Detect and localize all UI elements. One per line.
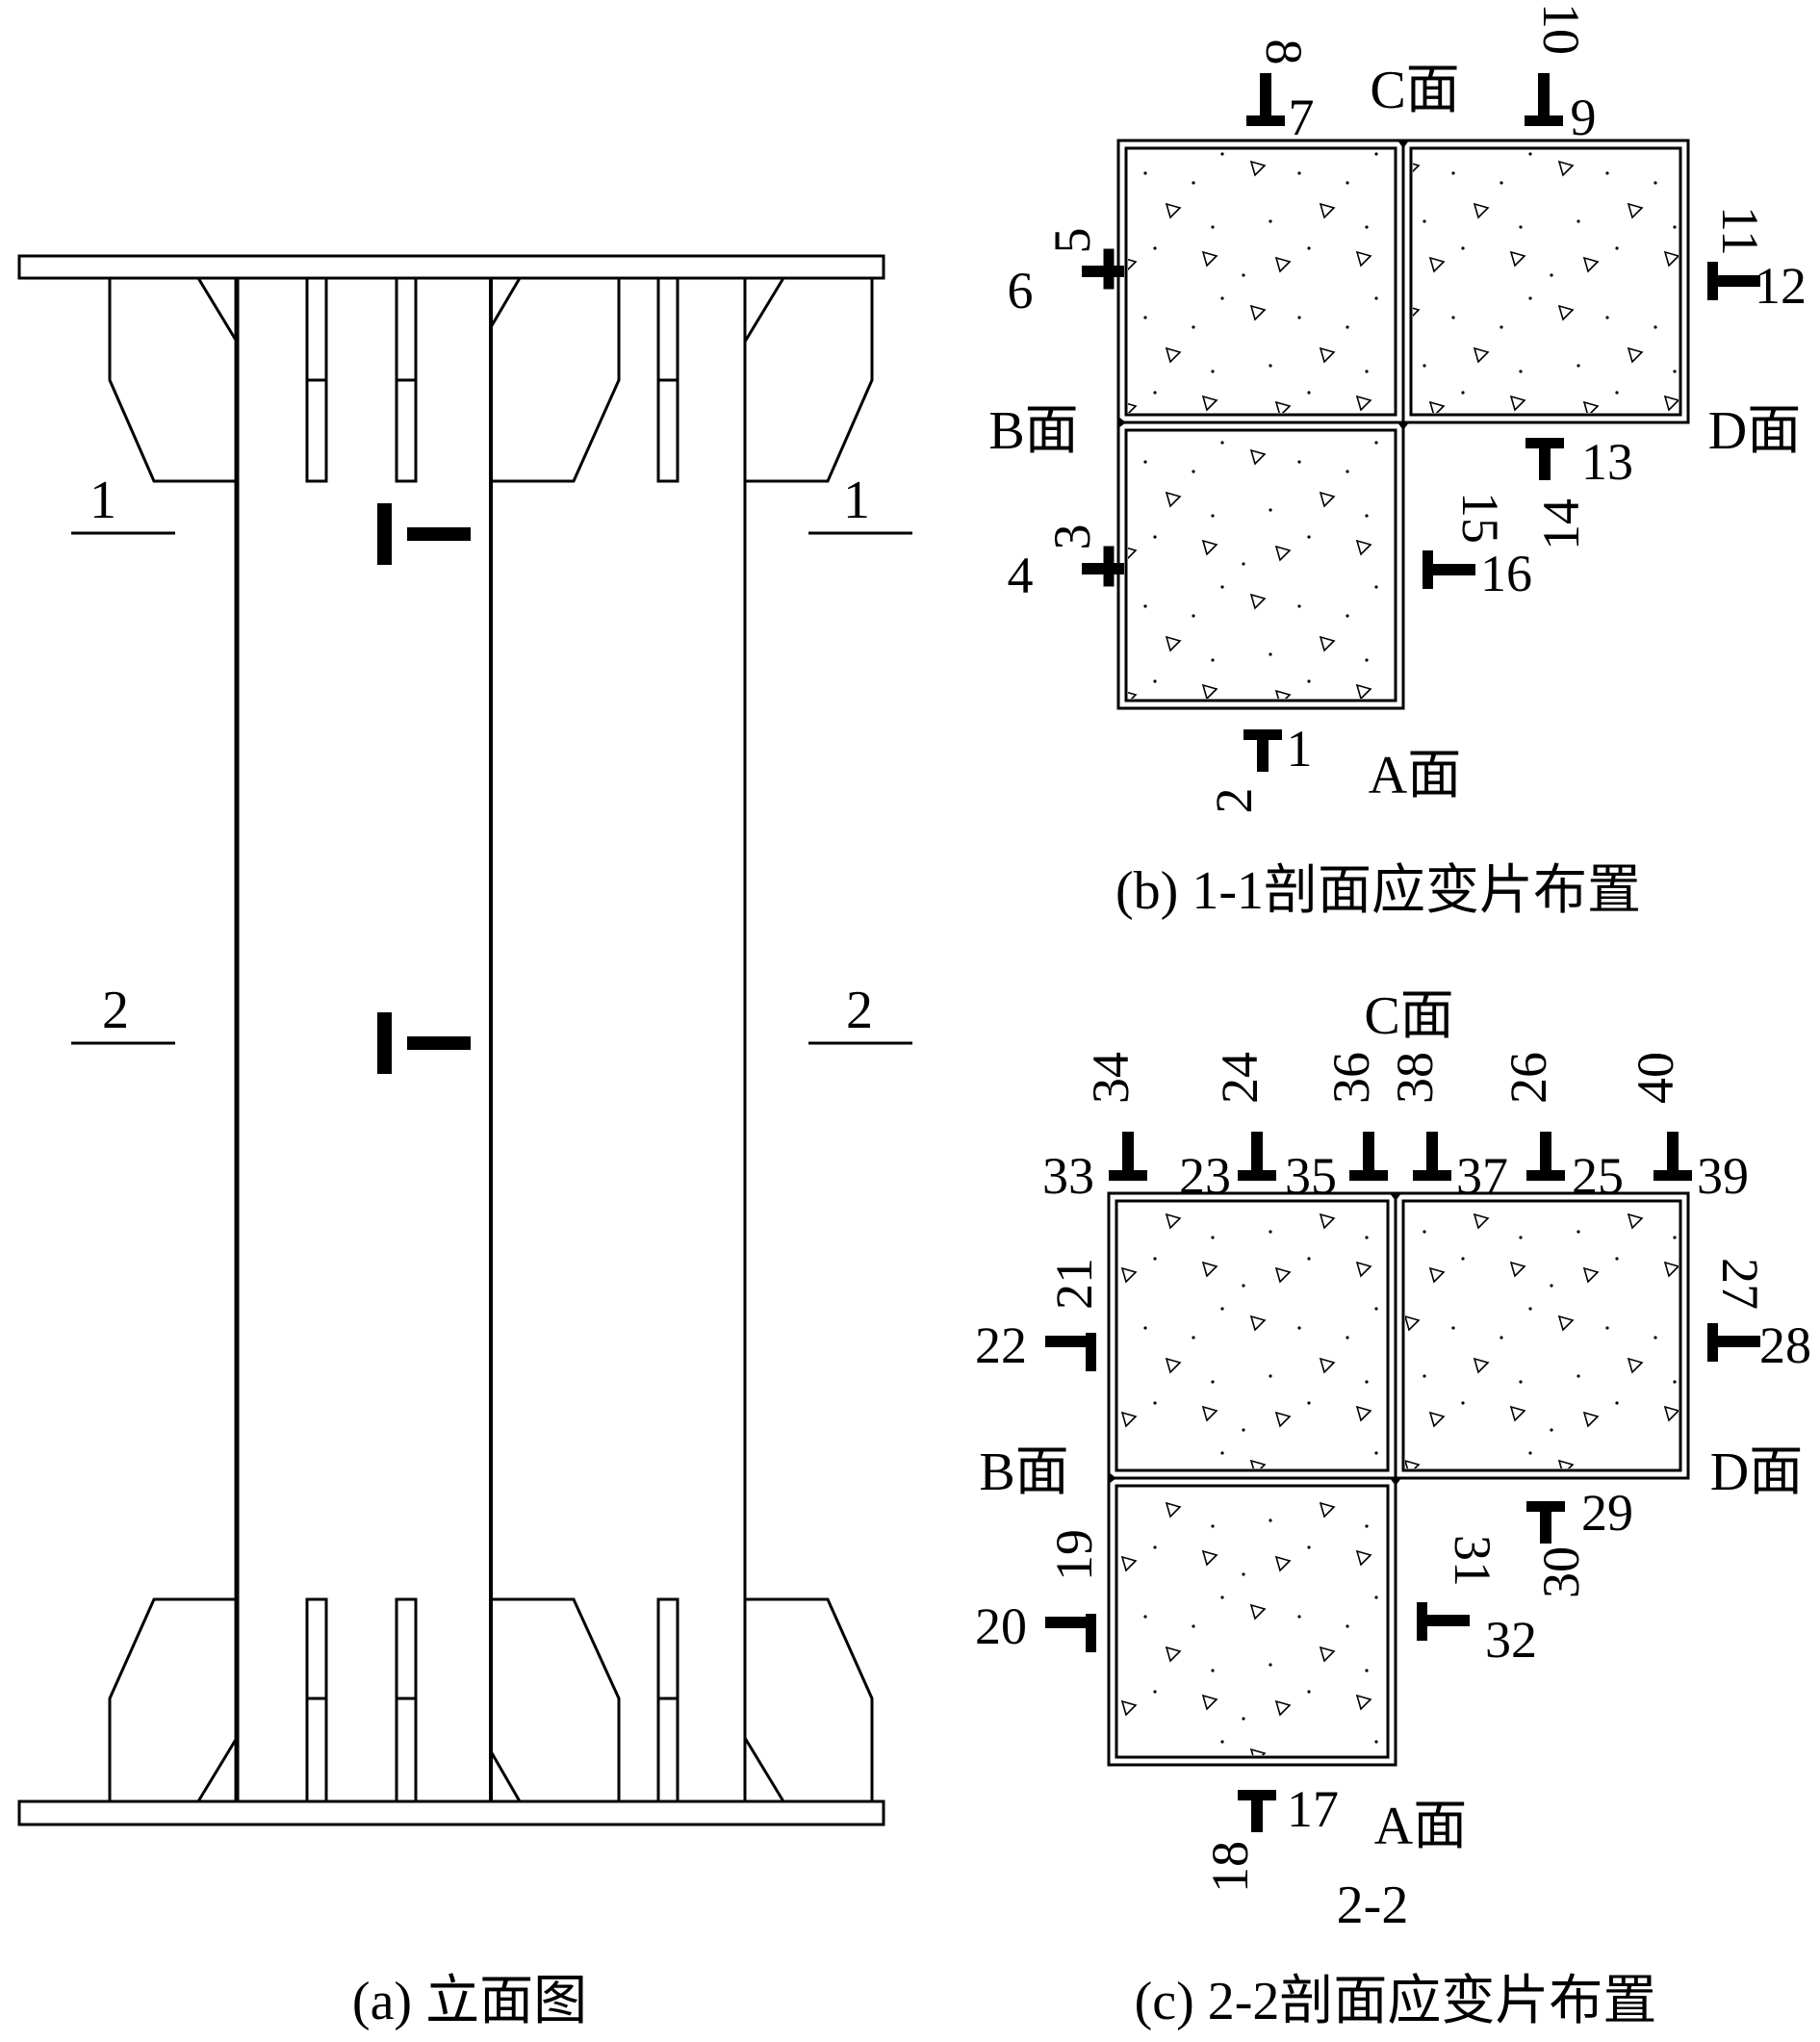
gauge-4: 4 bbox=[1008, 547, 1034, 604]
section-1-1-gauges bbox=[1082, 73, 1760, 772]
gauge-5: 5 bbox=[1043, 228, 1101, 254]
elevation-gauges bbox=[377, 503, 471, 1074]
elevation-gauge-upper bbox=[377, 503, 392, 565]
bottom-right-bracket bbox=[743, 1597, 874, 1803]
gauge-29: 29 bbox=[1581, 1484, 1633, 1542]
gauge-28: 28 bbox=[1759, 1316, 1811, 1374]
elevation-view bbox=[17, 254, 912, 1826]
gauge-22: 22 bbox=[975, 1316, 1027, 1374]
gauge-30: 30 bbox=[1532, 1546, 1590, 1598]
bottom-end-plate bbox=[17, 1800, 885, 1826]
top-end-plate bbox=[17, 254, 885, 280]
section-1-1-labels: C面 B面 D面 A面 7 8 9 10 5 6 3 4 11 12 13 14… bbox=[988, 3, 1807, 814]
gauge-9: 9 bbox=[1571, 89, 1597, 146]
section-1-left-label: 1 bbox=[90, 471, 116, 530]
section-2-2 bbox=[1107, 1191, 1690, 1767]
gauge-15: 15 bbox=[1451, 492, 1509, 544]
gauge-8: 8 bbox=[1255, 39, 1313, 65]
gauge-21: 21 bbox=[1045, 1258, 1103, 1310]
gauge-7: 7 bbox=[1289, 89, 1315, 146]
s1-face-b: B面 bbox=[988, 401, 1078, 461]
gauge-17: 17 bbox=[1287, 1780, 1339, 1838]
gauge-32: 32 bbox=[1485, 1611, 1537, 1669]
s2-face-d: D面 bbox=[1710, 1442, 1803, 1502]
top-right-bracket bbox=[743, 276, 874, 483]
section-2-2-labels: C面 B面 D面 A面 2-2 33 34 23 24 35 36 37 38 … bbox=[975, 986, 1811, 1935]
bottom-left-bracket bbox=[108, 1597, 239, 1803]
gauge-23: 23 bbox=[1179, 1147, 1231, 1205]
gauge-39: 39 bbox=[1697, 1147, 1749, 1205]
gauge-1: 1 bbox=[1287, 720, 1313, 778]
section-2-right-label: 2 bbox=[846, 981, 873, 1040]
gauge-11: 11 bbox=[1711, 206, 1769, 256]
gauge-10: 10 bbox=[1532, 3, 1590, 55]
gauge-20: 20 bbox=[975, 1597, 1027, 1655]
gauge-40: 40 bbox=[1627, 1052, 1684, 1104]
gauge-19: 19 bbox=[1045, 1529, 1103, 1581]
s2-title: 2-2 bbox=[1337, 1876, 1409, 1935]
s1-face-a: A面 bbox=[1369, 746, 1461, 805]
gauge-14: 14 bbox=[1532, 498, 1590, 550]
section-2-left-label: 2 bbox=[102, 981, 129, 1040]
gauge-33: 33 bbox=[1042, 1147, 1094, 1205]
gauge-6: 6 bbox=[1008, 262, 1034, 319]
gauge-26: 26 bbox=[1500, 1052, 1557, 1104]
caption-b: (b) 1-1剖面应变片布置 bbox=[1115, 861, 1641, 921]
section-2-2-gauges bbox=[1045, 1132, 1760, 1832]
caption-a: (a) 立面图 bbox=[352, 1972, 587, 2031]
gauge-35: 35 bbox=[1285, 1147, 1337, 1205]
gauge-13: 13 bbox=[1581, 433, 1633, 491]
s1-face-c: C面 bbox=[1370, 61, 1459, 120]
s1-face-d: D面 bbox=[1708, 401, 1801, 461]
gauge-38: 38 bbox=[1386, 1052, 1444, 1104]
s2-face-a: A面 bbox=[1374, 1797, 1467, 1856]
gauge-3: 3 bbox=[1043, 524, 1101, 550]
caption-c: (c) 2-2剖面应变片布置 bbox=[1135, 1972, 1657, 2031]
gauge-16: 16 bbox=[1480, 545, 1532, 602]
top-left-bracket bbox=[108, 276, 239, 483]
s2-face-b: B面 bbox=[979, 1442, 1068, 1502]
section-1-right-label: 1 bbox=[843, 471, 870, 530]
s2-face-c: C面 bbox=[1364, 986, 1453, 1046]
gauge-25: 25 bbox=[1572, 1147, 1624, 1205]
gauge-18: 18 bbox=[1201, 1841, 1259, 1893]
bottom-center-bracket bbox=[489, 1597, 621, 1803]
gauge-12: 12 bbox=[1755, 257, 1807, 315]
gauge-34: 34 bbox=[1082, 1052, 1140, 1104]
gauge-36: 36 bbox=[1322, 1052, 1380, 1104]
top-center-bracket bbox=[489, 276, 621, 483]
gauge-31: 31 bbox=[1444, 1535, 1501, 1587]
gauge-2: 2 bbox=[1205, 788, 1263, 814]
gauge-37: 37 bbox=[1456, 1147, 1508, 1205]
gauge-24: 24 bbox=[1211, 1052, 1269, 1104]
section-1-1 bbox=[1116, 139, 1690, 710]
elevation-gauge-lower bbox=[377, 1012, 392, 1074]
gauge-27: 27 bbox=[1711, 1258, 1769, 1310]
